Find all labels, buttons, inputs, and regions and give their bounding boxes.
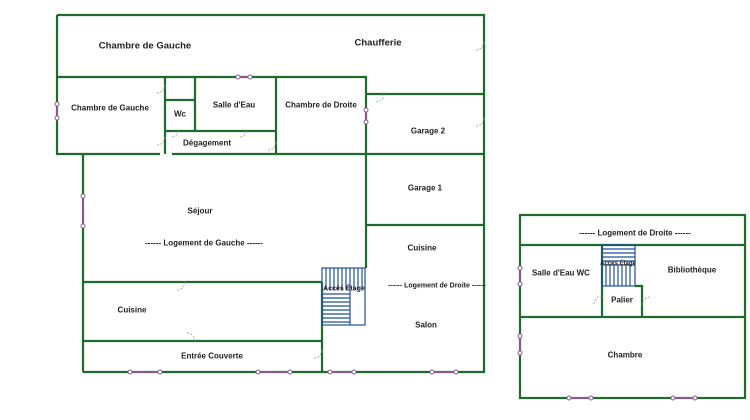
room-chaufferie: Chaufferie <box>354 37 402 49</box>
room-garage-1: Garage 1 <box>407 183 443 193</box>
room-cuisine-droite: Cuisine <box>407 243 437 253</box>
room-salle-eau-wc: Salle d'Eau WC <box>532 268 590 278</box>
label-logement-gauche: ------ Logement de Gauche ------ <box>145 238 263 248</box>
label-upper-acces-etage: Accès Étage <box>600 261 636 267</box>
room-garage-2: Garage 2 <box>410 126 446 136</box>
ground-floor-walls <box>55 13 486 374</box>
ground-floor-doors <box>156 41 485 359</box>
upper-floor-windows <box>517 265 698 401</box>
room-salon: Salon <box>415 320 437 330</box>
room-chambre-gauche: Chambre de Gauche <box>71 103 149 113</box>
room-bibliotheque: Bibliothèque <box>667 265 717 275</box>
room-salle-eau: Salle d'Eau <box>212 100 256 110</box>
room-wc: Wc <box>174 109 186 119</box>
upper-floor-doors <box>593 295 651 306</box>
ground-floor-stairs <box>321 267 366 326</box>
ground-floor-windows <box>54 74 459 375</box>
label-upper-logement-droite: ------ Logement de Droite ------ <box>579 228 691 238</box>
room-sejour: Séjour <box>187 206 213 216</box>
room-chambre-gauche-top: Chambre de Gauche <box>98 40 192 52</box>
room-degagement: Dégagement <box>182 138 232 148</box>
upper-floor-walls <box>518 213 747 400</box>
room-palier: Palier <box>611 295 633 305</box>
room-entree-couverte: Entrée Couverte <box>181 351 243 361</box>
room-cuisine-gauche: Cuisine <box>117 305 147 315</box>
room-chambre: Chambre <box>607 350 643 360</box>
room-chambre-droite: Chambre de Droite <box>285 100 357 110</box>
label-acces-etage: Accès Étage <box>323 285 365 293</box>
upper-floor-stairs <box>601 244 636 287</box>
label-logement-droite: ------ Logement de Droite ------ <box>388 282 486 290</box>
